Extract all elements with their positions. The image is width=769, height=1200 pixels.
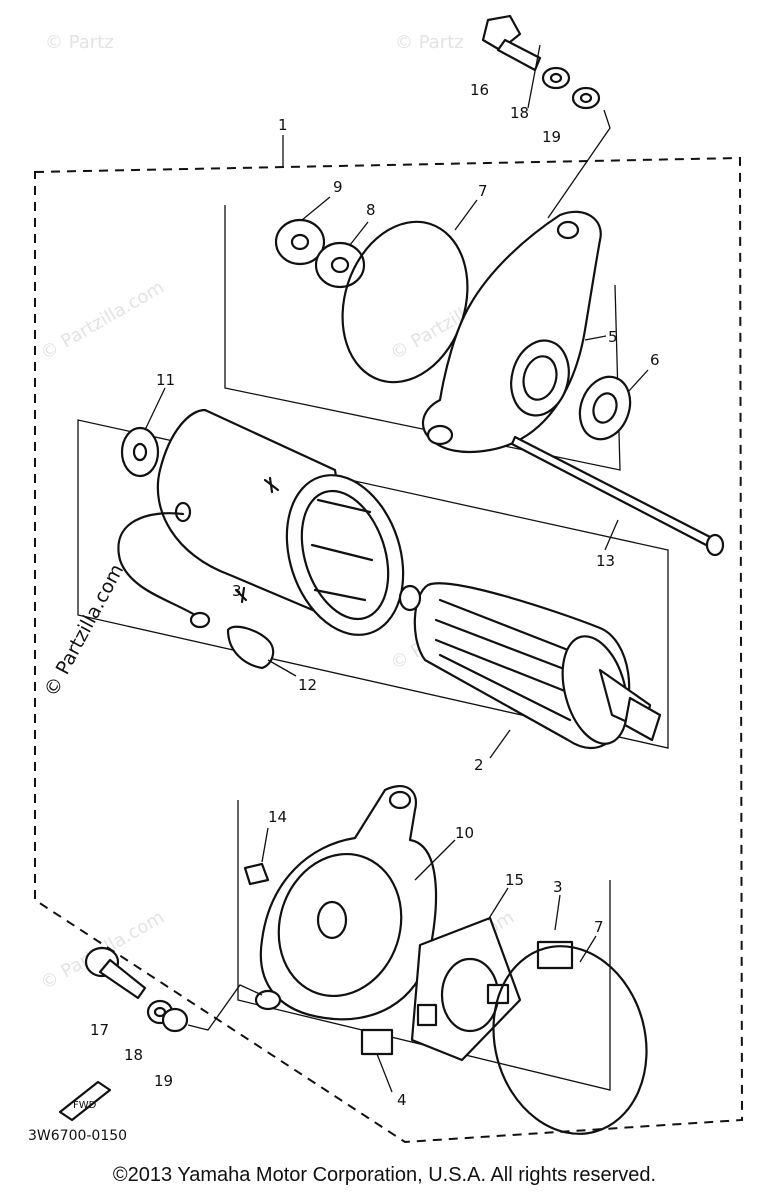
leader-line — [187, 984, 263, 1031]
callout-7: 7 — [478, 182, 488, 200]
washer-inner — [290, 233, 310, 251]
svg-text:FWD: FWD — [73, 1100, 97, 1111]
callout-3-lower: 3 — [553, 878, 563, 896]
callout-18-lower: 18 — [124, 1046, 143, 1064]
callout-2: 2 — [474, 756, 484, 774]
callout-15: 15 — [505, 871, 524, 889]
watermark-text: © Partz — [45, 32, 114, 53]
callout-19: 19 — [542, 128, 561, 146]
watermark-text: © Partzilla.com — [37, 277, 168, 365]
callout-numbers: 1 16 18 19 9 8 7 5 6 11 13 3 12 2 14 10 … — [90, 81, 660, 1109]
through-bolt-13 — [510, 435, 725, 557]
callout-12: 12 — [298, 676, 317, 694]
rear-cover-10 — [254, 784, 438, 1021]
callout-leaders — [144, 44, 649, 963]
copyright-notice: ©2013 Yamaha Motor Corporation, U.S.A. A… — [112, 1164, 657, 1186]
callout-7-lower: 7 — [594, 918, 604, 936]
oil-seal-inner — [592, 392, 618, 424]
yoke-housing — [156, 408, 405, 636]
callout-10: 10 — [455, 824, 474, 842]
leader-line — [267, 659, 297, 677]
yoke-plane — [77, 419, 669, 749]
armature-2 — [398, 582, 662, 750]
o-ring-7-bottom — [492, 945, 648, 1135]
lead-terminal — [189, 611, 211, 629]
callout-18: 18 — [510, 104, 529, 122]
callout-1: 1 — [278, 116, 288, 134]
washer-19-bottom — [161, 1007, 189, 1033]
brush-mark — [234, 586, 248, 604]
bolt-16 — [481, 14, 542, 72]
watermark-text: © Partz — [395, 32, 464, 53]
bolt-17 — [84, 946, 147, 1000]
fwd-arrow-icon: FWD — [58, 1080, 112, 1122]
callout-3: 3 — [232, 582, 242, 600]
screw-14 — [243, 862, 270, 886]
leader-line — [261, 827, 269, 863]
callout-13: 13 — [596, 552, 615, 570]
callout-11: 11 — [156, 371, 175, 389]
lead-wire — [117, 512, 197, 617]
callout-19-lower: 19 — [154, 1072, 173, 1090]
callout-9: 9 — [333, 178, 343, 196]
washer-inner — [153, 1006, 167, 1018]
assembly-boundary — [34, 156, 744, 1144]
washer-inner — [330, 256, 350, 274]
cap-12 — [226, 625, 275, 670]
leader-line — [547, 109, 611, 219]
front-cover-5 — [422, 210, 602, 454]
brush-4 — [360, 1028, 394, 1056]
diagram-reference-code: 3W6700-0150 — [28, 1128, 128, 1144]
leader-line — [376, 1053, 393, 1093]
callout-5: 5 — [608, 328, 618, 346]
callout-17: 17 — [90, 1021, 109, 1039]
callout-16: 16 — [470, 81, 489, 99]
washer-inner — [579, 92, 593, 104]
washer-inner — [549, 72, 563, 84]
callout-14: 14 — [268, 808, 287, 826]
callout-8: 8 — [366, 201, 376, 219]
callout-6: 6 — [650, 351, 660, 369]
washer-inner — [132, 442, 148, 462]
callout-4: 4 — [397, 1091, 407, 1109]
